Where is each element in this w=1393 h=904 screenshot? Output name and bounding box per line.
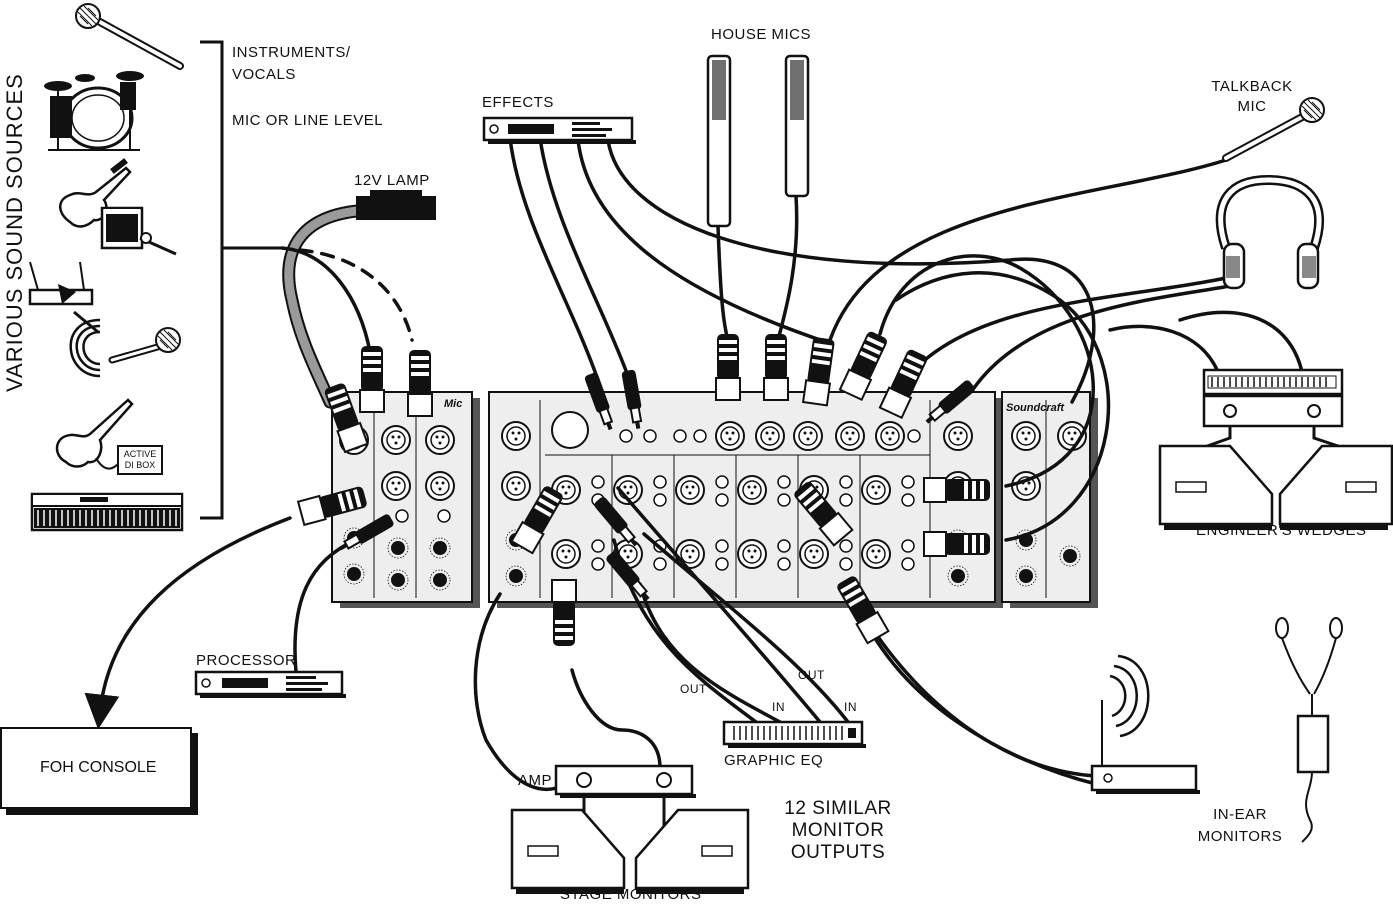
stage-wedge-left xyxy=(510,808,626,896)
various-sound-sources-label: VARIOUS SOUND SOURCES xyxy=(2,73,27,392)
wireless-receiver-icon xyxy=(28,261,181,378)
in-ear-label-2: MONITORS xyxy=(1197,828,1283,845)
similar-outputs-label-3: OUTPUTS xyxy=(790,842,886,863)
engineer-wedge-left xyxy=(1158,444,1274,532)
eq-out-label-2: OUT xyxy=(798,668,825,682)
drum-kit-icon xyxy=(44,71,144,151)
vocals-label: VOCALS xyxy=(232,66,296,83)
engineer-amp-eq xyxy=(1195,368,1351,452)
active-di-label-2: DI BOX xyxy=(124,460,156,470)
effects-unit xyxy=(482,116,636,144)
house-mics-label: HOUSE MICS xyxy=(711,26,812,43)
foh-console-box: FOH CONSOLE xyxy=(0,727,192,809)
sources-bracket xyxy=(200,40,282,520)
cables xyxy=(84,136,1304,791)
effects-label: EFFECTS xyxy=(482,94,554,111)
house-mics xyxy=(706,54,810,228)
talkback-label-2: MIC xyxy=(1237,98,1267,115)
graphic-eq-label: GRAPHIC EQ xyxy=(724,752,824,769)
talkback-mic-icon xyxy=(1222,97,1325,162)
eq-out-label-1: OUT xyxy=(680,682,707,696)
instruments-label: INSTRUMENTS/ xyxy=(232,44,351,61)
lamp-12v xyxy=(356,190,436,220)
mic-brand: Mic xyxy=(444,398,463,410)
headphones-icon xyxy=(1215,174,1324,290)
amp-label: AMP xyxy=(518,772,553,789)
in-ear-monitor-icon xyxy=(1275,617,1343,843)
processor-label: PROCESSOR xyxy=(196,652,297,669)
stage-wedge-right xyxy=(634,808,750,896)
in-ear-label-1: IN-EAR xyxy=(1213,806,1267,823)
sources-group xyxy=(28,3,282,532)
processor-unit xyxy=(194,670,346,698)
foh-console-label: FOH CONSOLE xyxy=(40,759,157,776)
keyboard-icon xyxy=(30,492,184,532)
similar-outputs-label-2: MONITOR xyxy=(791,820,885,841)
engineers-wedges-label: ENGINEER'S WEDGES xyxy=(1196,522,1367,539)
soundcraft-brand: Soundcraft xyxy=(1006,402,1065,414)
lamp-label: 12V LAMP xyxy=(354,172,430,189)
guitar-amp-icon xyxy=(59,158,177,256)
in-ear-transmitter xyxy=(1090,654,1200,794)
eq-in-label-1: IN xyxy=(772,700,785,714)
engineer-wedge-right xyxy=(1278,444,1393,532)
eq-in-label-2: IN xyxy=(844,700,857,714)
active-di-label-1: ACTIVE xyxy=(123,449,157,459)
graphic-eq-unit xyxy=(722,720,866,748)
stage-monitors-label: STAGE MONITORS xyxy=(560,886,702,903)
talkback-label-1: TALKBACK xyxy=(1211,78,1293,95)
similar-outputs-label-1: 12 SIMILAR xyxy=(784,798,892,819)
microphone-icon xyxy=(75,3,184,70)
di-box-icon xyxy=(55,398,163,475)
mic-line-level-label: MIC OR LINE LEVEL xyxy=(232,112,384,129)
